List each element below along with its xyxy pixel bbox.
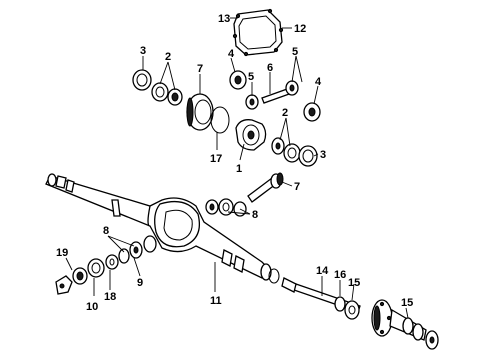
callout-9: 9 [137,277,143,289]
callout-19: 19 [56,247,68,259]
callout-3-right: 3 [320,149,326,161]
callout-6: 6 [267,62,273,74]
callout-7-upper: 7 [197,63,203,75]
callout-1: 1 [236,163,242,175]
wheel-seal [72,267,88,285]
right-bearing-cup [298,145,318,167]
callout-10: 10 [86,301,98,313]
oil-ring [210,106,230,134]
right-bearing-cone [271,137,301,163]
callout-8-lower: 8 [103,225,109,237]
callout-15-seal: 15 [348,277,360,289]
callout-8-upper: 8 [252,209,258,221]
callout-14: 14 [316,265,329,277]
left-bearing-cone [151,82,183,106]
axle-housing [45,173,280,284]
differential-case [235,119,267,151]
axle-flange [371,299,393,337]
callout-18: 18 [104,291,116,303]
callout-13: 13 [218,13,230,25]
ring-gear [186,93,214,131]
callout-4-upper: 4 [228,48,235,60]
callout-labels: 13 12 3 2 7 4 5 6 5 4 2 3 17 1 7 8 8 9 1… [56,13,413,313]
drive-pinion [247,172,284,203]
callout-5-upper: 5 [248,71,254,83]
callout-12: 12 [294,23,306,35]
axle-bearing-stack [389,308,439,350]
callout-17: 17 [210,153,222,165]
leader-lines [65,17,409,319]
callout-2-right: 2 [282,107,288,119]
callout-2-upper: 2 [165,51,171,63]
right-axle-seal [334,296,360,320]
companion-flange [55,275,73,295]
callout-5-right: 5 [292,46,298,58]
retainer-ring [87,258,105,278]
side-gear-left [229,70,247,90]
pinion-gear-left [245,94,259,110]
callout-15-flange: 15 [401,297,413,309]
callout-11: 11 [210,295,222,307]
left-axle-bearing-set [118,235,157,264]
callout-16: 16 [334,269,346,281]
left-axle-seal [105,254,119,270]
callout-4-right: 4 [315,76,322,88]
callout-3-upper: 3 [140,45,146,57]
side-gear-right [303,102,321,122]
callout-7-pinion: 7 [294,181,300,193]
pinion-gear-right [285,80,299,96]
left-bearing-cup [132,69,152,91]
cover-gasket [232,8,284,57]
